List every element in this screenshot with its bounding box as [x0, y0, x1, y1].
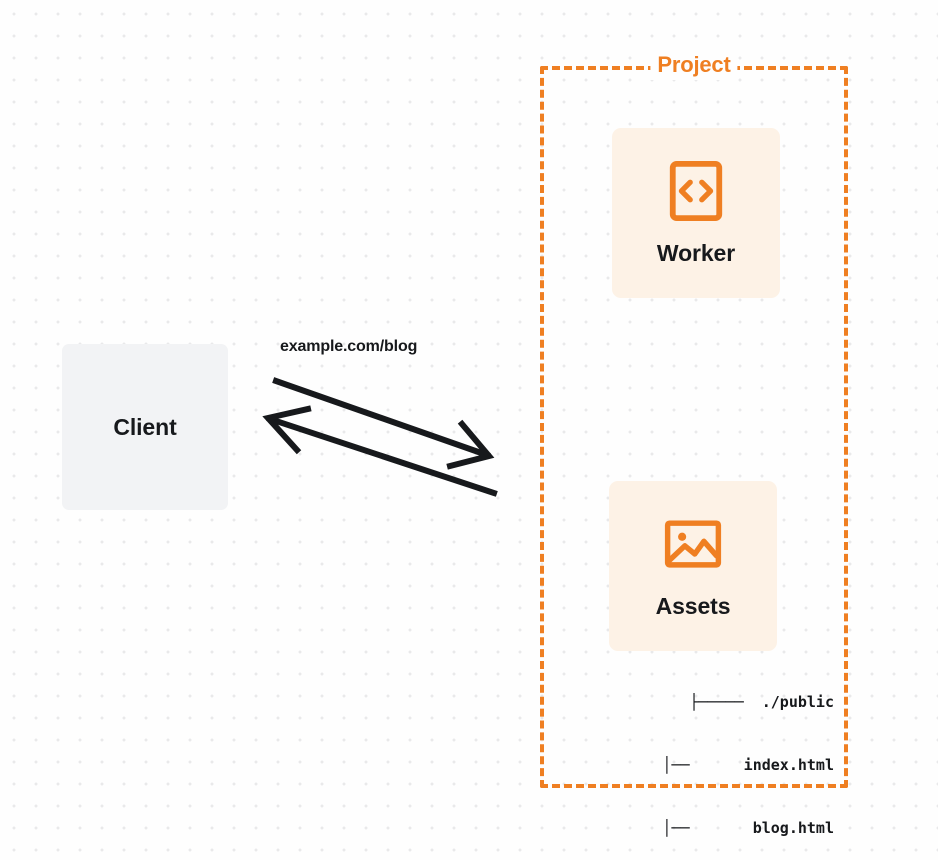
file-tree-row: │── index.html [662, 756, 834, 774]
file-tree-row: │── blog.html [662, 819, 834, 837]
project-title: Project [650, 50, 738, 80]
assets-card[interactable]: Assets [609, 481, 777, 651]
project-group: Project Worker Assets ├───── ./public │─… [540, 50, 848, 837]
worker-card-label: Worker [656, 239, 736, 266]
client-node-label: Client [113, 413, 177, 440]
client-node[interactable]: Client [62, 344, 228, 510]
request-arrow [272, 377, 495, 470]
assets-file-tree: ├───── ./public │── index.html │── blog.… [584, 650, 834, 860]
assets-card-label: Assets [655, 592, 731, 619]
worker-card[interactable]: Worker [612, 128, 780, 298]
image-picture-icon [664, 519, 722, 568]
connection-label: example.com/blog [280, 338, 418, 355]
response-arrow [262, 405, 498, 497]
code-brackets-icon [669, 160, 723, 221]
file-tree-row: ├───── ./public [689, 693, 835, 711]
